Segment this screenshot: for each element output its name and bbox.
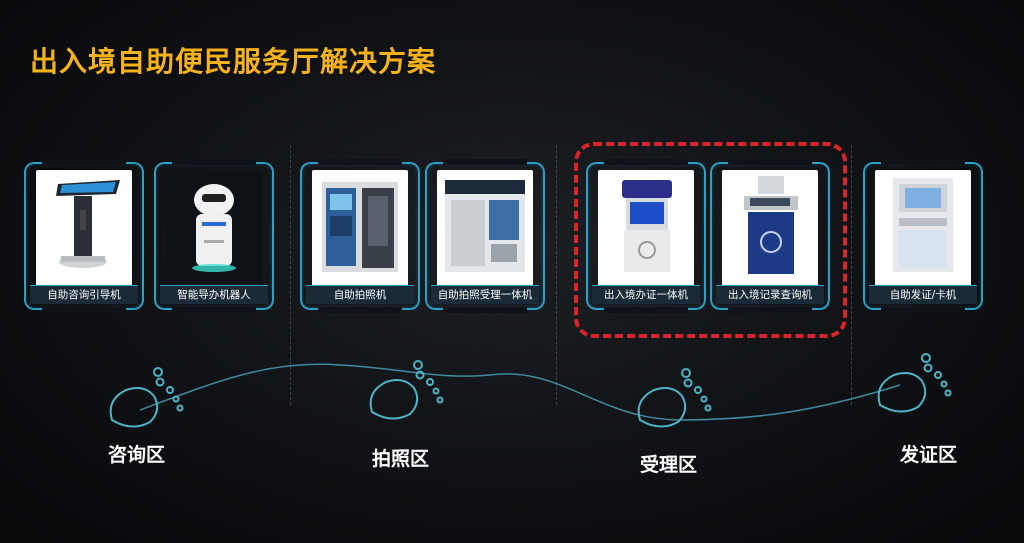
device-card-cert-processing: 出入境办证一体机 (586, 159, 706, 313)
device-card-robot: 智能导办机器人 (154, 159, 274, 313)
device-card-photo-acceptance: 自助拍照受理一体机 (425, 159, 545, 313)
device-label: 自助拍照受理一体机 (431, 285, 539, 304)
consult-kiosk-image (36, 170, 132, 286)
device-card-record-query: 出入境记录查询机 (710, 159, 830, 313)
device-label: 出入境记录查询机 (716, 285, 824, 304)
zone-label-acceptance: 受理区 (640, 454, 698, 476)
zone-label-issuing: 发证区 (900, 444, 958, 466)
device-card-card-issuing: 自助发证/卡机 (863, 159, 983, 313)
footprint-icon (637, 368, 712, 428)
device-card-consult-kiosk: 自助咨询引导机 (24, 159, 144, 313)
zone-label-photo: 拍照区 (372, 448, 430, 470)
robot-image (166, 170, 262, 286)
zone-label-consult: 咨询区 (108, 444, 166, 466)
acceptance-zone-highlight (574, 142, 847, 338)
device-card-photo-booth: 自助拍照机 (300, 159, 420, 313)
device-label: 出入境办证一体机 (592, 285, 700, 304)
footprint-icon (877, 353, 952, 413)
photo-acceptance-image (437, 170, 533, 286)
footprint-icon (109, 367, 184, 428)
device-label: 智能导办机器人 (160, 285, 268, 304)
zone-divider (290, 145, 291, 405)
footprint-icon (369, 360, 444, 420)
zone-divider (556, 145, 557, 405)
device-label: 自助咨询引导机 (30, 285, 138, 304)
cert-processing-image (598, 170, 694, 286)
card-issuing-image (875, 170, 971, 286)
photo-booth-image (312, 170, 408, 286)
device-label: 自助发证/卡机 (869, 285, 977, 304)
page-title: 出入境自助便民服务厅解决方案 (30, 45, 437, 78)
device-label: 自助拍照机 (306, 285, 414, 304)
record-query-image (722, 170, 818, 286)
zone-divider (851, 145, 852, 405)
